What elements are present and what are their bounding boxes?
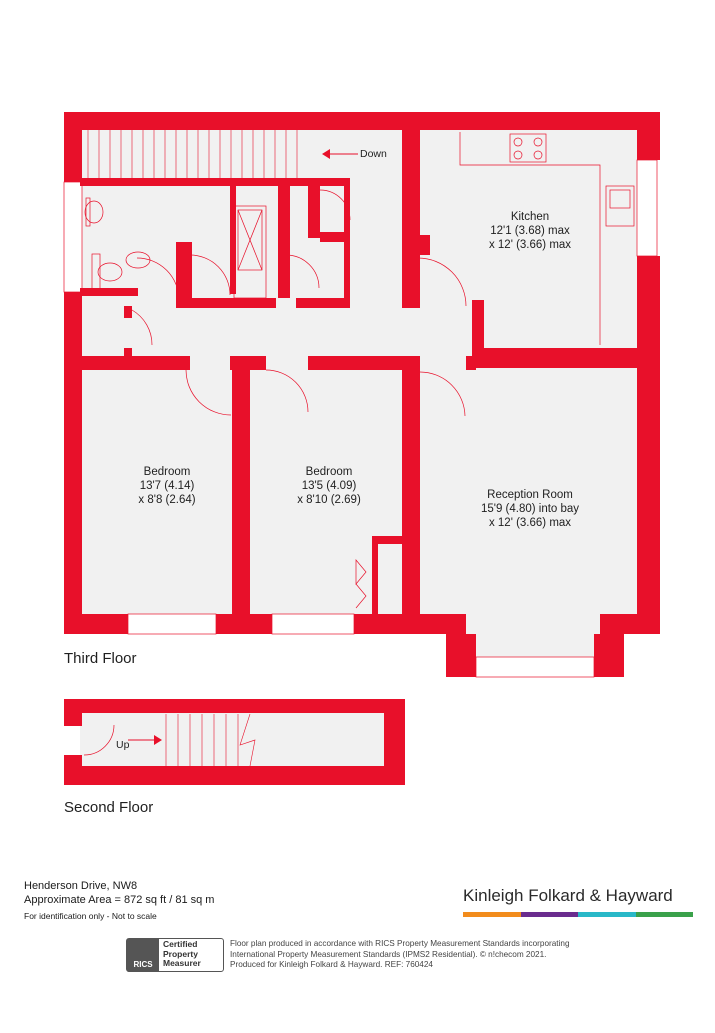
stair-treads-lower [165,713,256,767]
bedroom1-dim1: 13'7 (4.14) [139,480,195,492]
floor-areas [80,128,645,767]
scale-note: For identification only - Not to scale [24,911,157,921]
rics-line2: Property [163,948,198,959]
bedroom2-dim1: 13'5 (4.09) [301,480,357,492]
agent-name: Kinleigh Folkard & Hayward [463,886,673,905]
floor-plan [63,112,660,785]
kitchen-fixtures [459,132,635,345]
brand-bar-orange [463,912,521,917]
brand-bar-purple [520,912,578,917]
rics-line1: Certified [163,939,198,949]
stairs-down-label: Down [360,148,387,160]
stair-arrow-up [128,735,162,745]
reception-name: Reception Room [487,489,573,501]
agent-brand: Kinleigh Folkard & Hayward [463,886,693,917]
stair-treads [87,130,298,178]
bedroom2-dim2: x 8'10 (2.69) [297,494,361,506]
rics-badge: RICS Certified Property Measurer [126,938,224,972]
bedroom2-name: Bedroom [305,466,353,478]
stairs-up-label: Up [116,739,130,751]
property-info: Henderson Drive, NW8 Approximate Area = … [24,879,214,923]
reception-label: Reception Room 15'9 (4.80) into bay x 12… [460,488,600,530]
wardrobe [355,559,367,609]
rics-certification: Certified Property Measurer [159,939,205,971]
third-floor-label: Third Floor [64,650,137,667]
walls [64,112,660,785]
rics-logo: RICS [127,939,159,971]
disclaimer-line1: Floor plan produced in accordance with R… [230,939,570,948]
disclaimer-line2: International Property Measurement Stand… [230,949,547,959]
rics-line3: Measurer [163,958,201,968]
disclaimer-line3: Produced for Kinleigh Folkard & Hayward.… [230,960,433,969]
approximate-area: Approximate Area = 872 sq ft / 81 sq m [24,894,215,906]
bedroom1-name: Bedroom [143,466,191,478]
bedroom1-label: Bedroom 13'7 (4.14) x 8'8 (2.64) [117,465,217,507]
bedroom1-dim2: x 8'8 (2.64) [138,494,196,506]
kitchen-name: Kitchen [510,211,550,223]
brand-bar-green [635,912,693,917]
reception-dim2: x 12' (3.66) max [488,517,572,529]
kitchen-label: Kitchen 12'1 (3.68) max x 12' (3.66) max [480,210,580,252]
address: Henderson Drive, NW8 [24,880,138,892]
kitchen-dim1: 12'1 (3.68) max [490,225,570,237]
brand-color-bar [463,912,693,917]
stair-arrow-down [322,149,358,159]
bedroom2-label: Bedroom 13'5 (4.09) x 8'10 (2.69) [279,465,379,507]
kitchen-dim2: x 12' (3.66) max [488,239,572,251]
brand-bar-teal [578,912,636,917]
reception-dim1: 15'9 (4.80) into bay [480,503,580,515]
disclaimer: Floor plan produced in accordance with R… [230,939,610,971]
second-floor-label: Second Floor [64,799,154,816]
windows [63,159,658,678]
